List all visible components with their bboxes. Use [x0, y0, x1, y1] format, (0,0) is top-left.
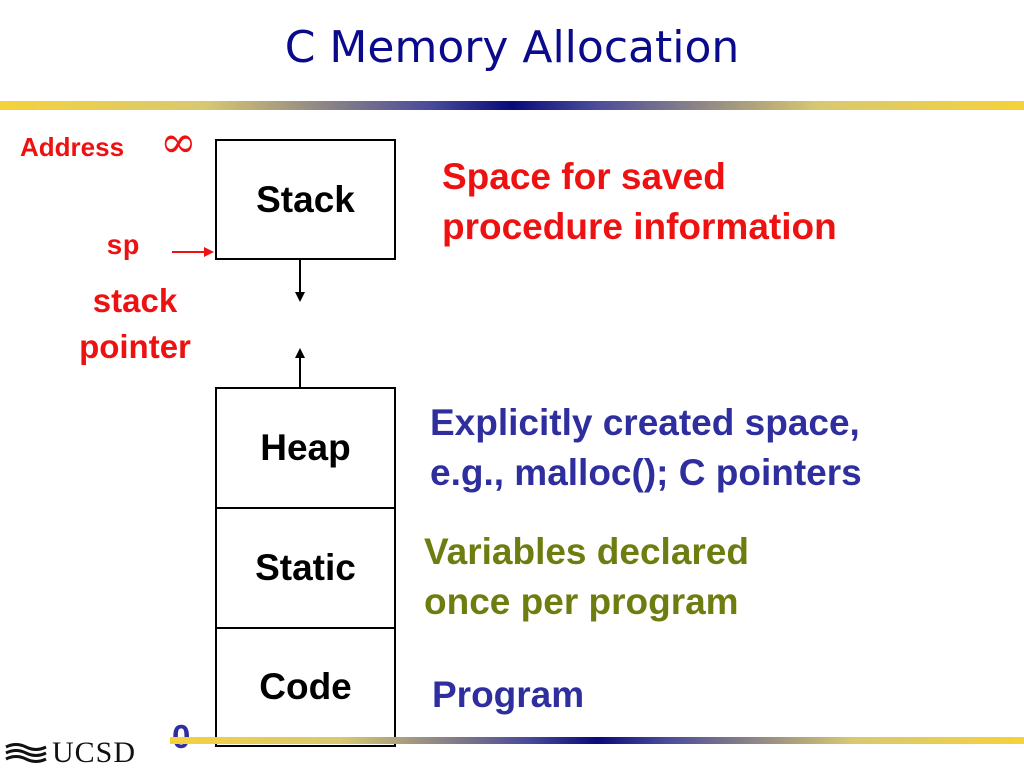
heap-description-line1: Explicitly created space, [430, 402, 860, 443]
stack-description: Space for saved procedure information [442, 152, 837, 252]
code-description-line1: Program [432, 674, 585, 715]
stack-pointer-label: stack pointer [60, 278, 210, 370]
stack-pointer-line1: stack [92, 282, 178, 319]
static-label: Static [255, 547, 356, 588]
heap-segment: Heap [215, 387, 396, 509]
ucsd-logo: UCSD [4, 736, 164, 769]
address-label: Address [20, 132, 125, 162]
static-description-line1: Variables declared [424, 531, 749, 572]
stack-label: Stack [256, 178, 355, 220]
heap-label: Heap [260, 427, 351, 468]
ucsd-logo-text: UCSD [52, 736, 137, 769]
static-description: Variables declared once per program [424, 527, 749, 627]
stack-pointer-line2: pointer [79, 328, 191, 365]
code-segment: Code [215, 627, 396, 747]
stack-description-line2: procedure information [442, 206, 837, 247]
static-segment: Static [215, 507, 396, 629]
slide-title: C Memory Allocation [284, 22, 740, 73]
heap-growth-arrow-head [295, 348, 305, 358]
infinity-symbol: ∞ [160, 117, 197, 168]
stack-segment: Stack [215, 139, 396, 260]
title-divider [0, 101, 1024, 110]
stack-growth-arrow-head [295, 292, 305, 302]
static-description-line2: once per program [424, 581, 739, 622]
sp-arrow [172, 247, 214, 257]
stack-description-line1: Space for saved [442, 156, 726, 197]
sp-code: sp [106, 232, 140, 263]
footer-divider [170, 737, 1024, 744]
code-label: Code [259, 666, 352, 707]
growth-arrows [295, 260, 305, 388]
heap-description-line2: e.g., malloc(); C pointers [430, 452, 862, 493]
address-zero: 0 [172, 718, 190, 756]
code-description: Program [432, 670, 584, 720]
heap-description: Explicitly created space, e.g., malloc()… [430, 398, 862, 498]
ucsd-wave-icon [5, 743, 47, 763]
